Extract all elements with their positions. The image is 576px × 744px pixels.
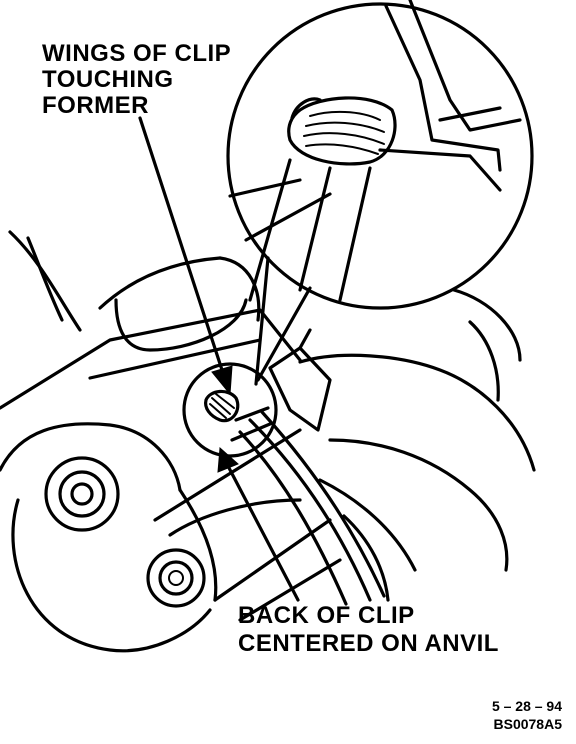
label-back-of-clip: BACK OF CLIP CENTERED ON ANVIL <box>238 604 499 660</box>
reference-date: 5 – 28 – 94 <box>491 698 562 714</box>
reference-code: 5 – 28 – 94 BS0078A5 <box>492 697 562 733</box>
leader-arrows <box>138 116 300 602</box>
label-top-line2: TOUCHING <box>42 66 174 93</box>
pivot-bolts <box>44 456 206 608</box>
hand-outline <box>8 230 536 602</box>
reference-id: BS0078A5 <box>493 716 563 733</box>
magnified-inset <box>226 0 534 386</box>
label-bottom-line1: BACK OF CLIP <box>238 602 415 629</box>
clip-detail-small <box>182 362 278 458</box>
crimper-body <box>0 308 386 653</box>
label-bottom-line2: CENTERED ON ANVIL <box>238 630 499 657</box>
label-wings-of-clip: WINGS OF CLIP TOUCHING FORMER <box>42 42 231 120</box>
label-top-line1: WINGS OF CLIP <box>42 40 232 67</box>
label-top-line3: FORMER <box>42 92 149 119</box>
